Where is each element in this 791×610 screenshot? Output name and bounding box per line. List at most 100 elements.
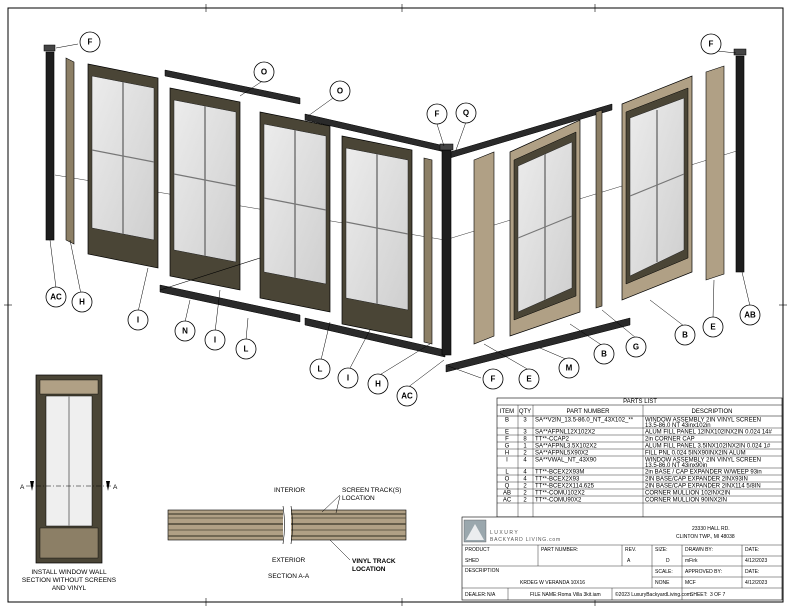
leader-lines [49, 43, 751, 389]
svg-text:BACKYARD LIVING.com: BACKYARD LIVING.com [490, 537, 561, 543]
parts-cell-item: E [505, 430, 509, 436]
section-aa-label: SECTION A-A [268, 573, 310, 580]
rev-value: A [627, 558, 631, 564]
corner-cap-left [43, 44, 56, 52]
corner-mullion-ab [735, 55, 745, 273]
callout-o-2: O [329, 80, 351, 102]
fill-panel-e-right [705, 65, 725, 281]
corner-cap-center [439, 143, 454, 151]
parts-cell-qty: 2 [523, 451, 527, 457]
parts-cell-desc1: WINDOW ASSEMBLY 2IN VINYL SCREEN [645, 418, 761, 424]
copyright: ©2023 LuxuryBackyardLiving.com [615, 591, 691, 598]
base-line [159, 257, 261, 291]
corner-mullion-center [441, 149, 452, 356]
base-expander-m [445, 317, 631, 373]
date-label: DATE: [745, 547, 759, 553]
parts-cell-item: F [505, 437, 509, 443]
svg-text:H: H [375, 380, 381, 389]
callout-n: N [174, 320, 196, 342]
parts-cell-desc2: 13.5-86.0 NT 43inx90in [645, 463, 707, 469]
svg-text:F: F [435, 110, 440, 119]
section-marker-right: A [113, 484, 118, 491]
title-block: LUXURY BACKYARD LIVING.com 23330 HALL RD… [461, 516, 783, 601]
parts-cell-desc1: 2IN BASE/CAP EXPANDER 2INX114 5/8IN [645, 484, 761, 490]
parts-header-item: ITEM [500, 409, 514, 415]
svg-text:H: H [79, 298, 85, 307]
scale-label: SCALE: [655, 569, 673, 575]
parts-cell-desc1: ALUM FILL PANEL 3.5INX102INX2IN 0.024 1# [645, 444, 771, 450]
parts-cell-desc1: CORNER MULLION 102INX2IN [645, 491, 730, 497]
elevation-caption-3: AND VINYL [52, 585, 87, 592]
section-arrow-right-icon [106, 481, 110, 491]
section-marker-left: A [20, 484, 25, 491]
callout-f-top-right: F [700, 33, 722, 55]
callout-g: G [625, 336, 647, 358]
dealer-value: N/A [487, 592, 496, 598]
parts-cell-desc1: 2in BASE / CAP EXPANDER W/WEEP 93in [645, 470, 762, 476]
callout-b-mid: B [593, 343, 615, 365]
parts-cell-part: TT**-BCEX2X114.625 [535, 484, 595, 490]
interior-label: INTERIOR [274, 487, 305, 494]
callout-i-2: I [204, 329, 226, 351]
fill-panel-h-mid [423, 157, 433, 345]
size-label: SIZE: [655, 547, 668, 553]
elevation-top-band [39, 379, 99, 395]
parts-cell-qty: 4 [523, 470, 527, 476]
parts-cell-item: AC [503, 498, 512, 504]
window-assembly-5 [509, 119, 581, 337]
parts-cell-part: TT**-BCEX2X93 [535, 477, 580, 483]
window-assembly-3 [259, 111, 331, 313]
window-assembly-6 [621, 75, 693, 301]
parts-cell-item: I [506, 458, 508, 464]
svg-text:AC: AC [50, 293, 62, 302]
parts-cell-desc1: CORNER MULLION 90INX2IN [645, 498, 727, 504]
exterior-label: EXTERIOR [272, 557, 306, 564]
parts-header-part-number: PART NUMBER [566, 409, 610, 415]
svg-text:E: E [710, 323, 716, 332]
fill-panel-e-mid [473, 151, 495, 345]
callout-i-3: I [337, 367, 359, 389]
svg-text:B: B [682, 331, 688, 340]
parts-cell-desc1: ALUM FILL PANEL 12INX102INX2IN 0.024 14# [645, 430, 773, 436]
parts-cell-part: TT**-COMU102X2 [535, 491, 585, 497]
callout-h-left: H [71, 291, 93, 313]
callout-i-1: I [127, 309, 149, 331]
svg-text:F: F [88, 38, 93, 47]
file-name-value: Roma Villa 3kit.iam [558, 592, 601, 598]
callout-q: Q [455, 102, 477, 124]
screen-track-label-1: SCREEN TRACK(S) [342, 487, 401, 494]
fill-panel-g [595, 109, 603, 309]
parts-cell-item: B [505, 418, 509, 424]
callout-h-mid: H [367, 373, 389, 395]
vinyl-track-label-2: LOCATION [352, 566, 386, 573]
parts-cell-part: SA**AFPNL12X102X2 [535, 430, 596, 436]
date2-value: 4/12/2023 [745, 580, 767, 586]
date2-label: DATE: [745, 569, 759, 575]
parts-cell-part: TT**-COMU90X2 [535, 498, 582, 504]
svg-text:AB: AB [744, 311, 756, 320]
corner-mullion-ac-left [45, 51, 55, 241]
svg-text:G: G [633, 343, 639, 352]
callout-f-top-left: F [79, 31, 101, 53]
parts-cell-desc1: 2in CORNER CAP [645, 437, 695, 443]
svg-text:B: B [601, 350, 607, 359]
parts-header-description: DESCRIPTION [691, 409, 732, 415]
svg-text:M: M [566, 364, 573, 373]
parts-header-qty: QTY [519, 409, 531, 415]
parts-list-table: PARTS LIST ITEM QTY PART NUMBER DESCRIPT… [496, 397, 783, 518]
svg-text:E: E [526, 375, 532, 384]
parts-cell-part: SA**AFPNL5X90X2 [535, 451, 589, 457]
section-arrow-left-icon [30, 481, 34, 491]
parts-cell-item: H [505, 451, 509, 457]
screen-track-label-2: LOCATION [342, 495, 375, 502]
address-line-1: 23330 HALL RD. [692, 526, 730, 532]
svg-text:L: L [318, 365, 323, 374]
svg-text:AC: AC [401, 392, 413, 401]
